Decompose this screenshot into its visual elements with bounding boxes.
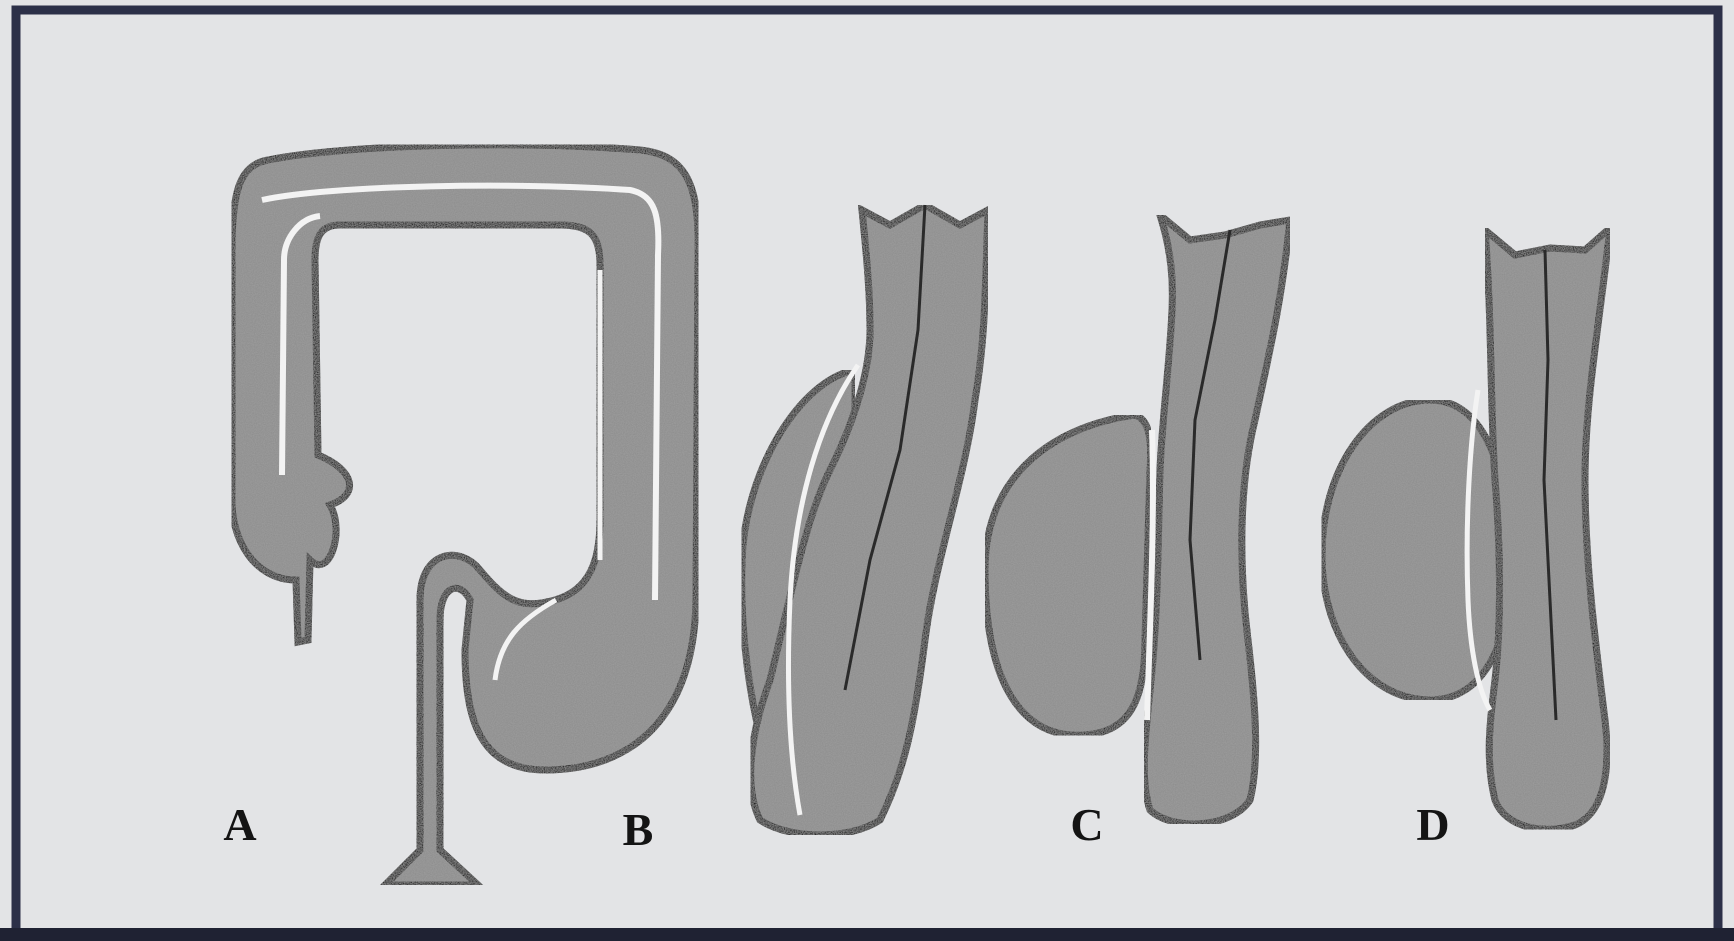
panel-label-a: A bbox=[223, 799, 256, 850]
frame-bottom-edge bbox=[0, 928, 1734, 941]
panel-label-b: B bbox=[623, 804, 654, 855]
panel-label-c: C bbox=[1070, 799, 1103, 850]
sac-d bbox=[1322, 400, 1510, 700]
panel-label-d: D bbox=[1416, 799, 1449, 850]
